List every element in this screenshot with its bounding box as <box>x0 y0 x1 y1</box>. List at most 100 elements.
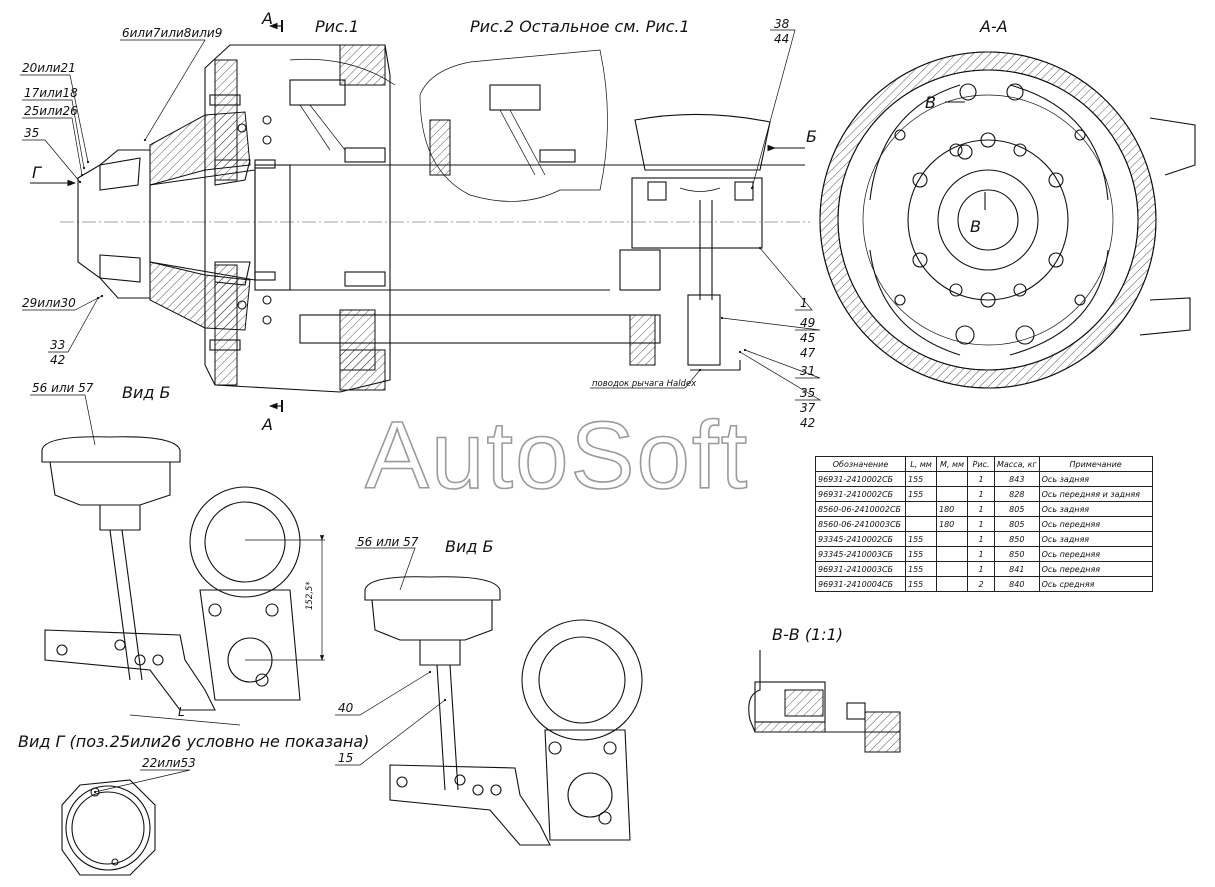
fig2-title: Рис.2 Остальное см. Рис.1 <box>470 17 690 36</box>
table-cell: 843 <box>994 471 1040 487</box>
table-cell <box>905 516 937 532</box>
callout-35-left: 35 <box>24 126 39 140</box>
table-cell: 93345-2410003СБ <box>815 546 906 562</box>
table-cell: 1 <box>967 486 995 502</box>
callout-31: 31 <box>800 364 815 378</box>
view-b-right-title: Вид Б <box>445 537 494 556</box>
table-cell: 155 <box>905 486 937 502</box>
table-cell: 93345-2410002СБ <box>815 531 906 547</box>
callout-38: 38 <box>774 17 790 31</box>
fig1-title: Рис.1 <box>315 17 359 36</box>
table-cell: 840 <box>994 576 1040 592</box>
table-cell: Ось передняя <box>1038 546 1153 562</box>
view-b-left: 152,5* L Вид Б <box>41 383 325 726</box>
table-cell <box>936 471 968 487</box>
table-cell: 828 <box>994 486 1040 502</box>
callout-42-right: 42 <box>800 416 815 430</box>
table-cell: 96931-2410002СБ <box>815 471 906 487</box>
callout-20-21: 20или21 <box>22 61 76 75</box>
table-cell: 155 <box>905 576 937 592</box>
table-cell <box>936 531 968 547</box>
callout-22-53: 22или53 <box>142 756 196 770</box>
table-header-cell: L, мм <box>905 456 937 472</box>
section-g-mark: Г <box>32 163 42 182</box>
table-cell: 805 <box>994 516 1040 532</box>
callout-haldex: поводок рычага Haldex <box>592 379 697 389</box>
table-header-cell: Примечание <box>1038 456 1153 472</box>
callout-49: 49 <box>800 316 815 330</box>
section-a-bottom-mark: А <box>261 415 273 434</box>
callout-37: 37 <box>800 401 816 415</box>
callout-15: 15 <box>338 751 353 765</box>
table-cell <box>936 546 968 562</box>
table-cell: Ось передняя <box>1038 516 1153 532</box>
table-cell: 1 <box>967 516 995 532</box>
section-aa-view: В В А-А <box>819 17 1196 389</box>
table-cell: 96931-2410003СБ <box>815 561 906 577</box>
table-header-cell: Обозначение <box>815 456 906 472</box>
brake-chamber-main: Б <box>619 113 817 371</box>
spec-table: Обозначение L, мм M, мм Рис. Масса, кг П… <box>815 456 1153 592</box>
table-header-row: Обозначение L, мм M, мм Рис. Масса, кг П… <box>815 456 1153 472</box>
table-cell: 96931-2410004СБ <box>815 576 906 592</box>
table-cell: Ось задняя <box>1038 471 1153 487</box>
callout-25-26: 25или26 <box>24 104 78 118</box>
callout-47: 47 <box>800 346 816 360</box>
table-cell: 155 <box>905 546 937 562</box>
table-cell <box>936 561 968 577</box>
table-cell: 155 <box>905 561 937 577</box>
table-cell: Ось передняя <box>1038 561 1153 577</box>
callout-29-30: 29или30 <box>22 296 76 310</box>
table-cell: 850 <box>994 546 1040 562</box>
main-section-view: А А Г Рис.1 <box>30 9 810 434</box>
section-v-mark-1: В <box>925 93 936 112</box>
table-header-cell: Рис. <box>967 456 995 472</box>
table-cell: Ось передняя и задняя <box>1038 486 1153 502</box>
section-v-mark-2: В <box>970 217 981 236</box>
table-cell: 180 <box>936 516 968 532</box>
section-a-top-mark: А <box>261 9 273 28</box>
table-cell: 841 <box>994 561 1040 577</box>
dim-l: L <box>178 705 185 719</box>
callout-17-18: 17или18 <box>24 86 78 100</box>
fig2-detail-view: Рис.2 Остальное см. Рис.1 <box>419 17 690 202</box>
leader-lines <box>20 29 822 794</box>
callout-1: 1 <box>800 296 808 310</box>
watermark: AutoSoft <box>365 402 749 509</box>
table-cell: 96931-2410002СБ <box>815 486 906 502</box>
callout-40: 40 <box>338 701 354 715</box>
callout-56-57-right: 56 или 57 <box>357 535 419 549</box>
section-aa-title: А-А <box>979 17 1008 36</box>
table-cell: 850 <box>994 531 1040 547</box>
callout-33: 33 <box>50 338 65 352</box>
table-cell <box>905 501 937 517</box>
table-cell: 8560-06-2410002СБ <box>815 501 906 517</box>
callout-44: 44 <box>774 32 789 46</box>
dim-152-5: 152,5* <box>305 581 315 610</box>
callout-45: 45 <box>800 331 815 345</box>
callout-42-left: 42 <box>50 353 65 367</box>
callout-6-9: 6или7или8или9 <box>122 26 222 40</box>
table-cell: 1 <box>967 471 995 487</box>
table-cell: 1 <box>967 546 995 562</box>
table-cell <box>936 486 968 502</box>
table-cell: 1 <box>967 561 995 577</box>
callout-56-57-left: 56 или 57 <box>32 381 94 395</box>
table-header-cell: M, мм <box>936 456 968 472</box>
table-cell: 805 <box>994 501 1040 517</box>
table-header-cell: Масса, кг <box>994 456 1040 472</box>
table-cell: Ось задняя <box>1038 531 1153 547</box>
table-cell: 180 <box>936 501 968 517</box>
view-g: Вид Г (поз.25или26 условно не показана) <box>18 732 369 876</box>
view-b-right: Вид Б <box>364 537 643 846</box>
table-cell: 2 <box>967 576 995 592</box>
